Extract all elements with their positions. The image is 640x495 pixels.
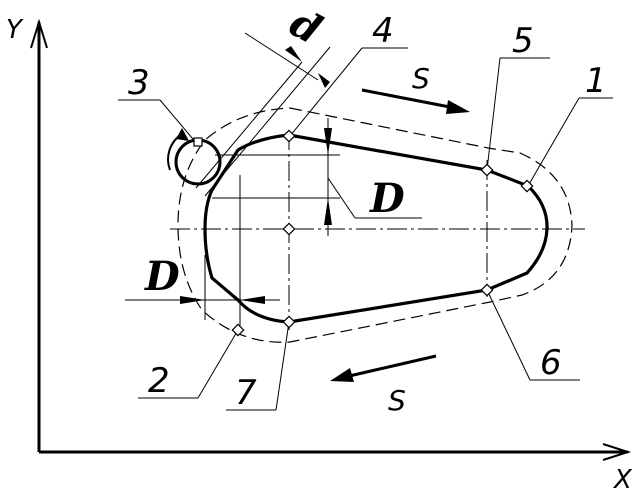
cutter-tool [167,128,222,186]
feed-label-bottom: S [388,384,406,417]
label-point-1: 1 [585,61,607,101]
feed-arrow-bottom-line [344,354,437,379]
d-leader [327,177,356,219]
marker-point-6 [480,283,494,297]
leader-6 [486,289,531,381]
leader-4 [289,47,363,137]
feed-arrow-top-head [446,100,470,114]
left-dim-arrow-1 [180,296,205,304]
feed-label-top: S [412,62,430,95]
leader-1 [527,97,580,187]
coordinate-axes [30,18,632,461]
marker-point-2 [231,323,245,337]
dimension-d-main: D [369,175,405,222]
d-small-arrow-2 [318,73,330,88]
label-point-4: 4 [372,11,394,51]
label-point-7: 7 [235,373,257,413]
y-axis-label: Y [6,15,24,45]
feed-arrow-bottom-head [330,368,354,382]
tool-path-contour [177,107,573,343]
d-small-dim-line [244,32,319,81]
marker-point-5 [480,163,494,177]
marker-point-7 [282,315,296,329]
point-markers [193,129,534,337]
dimension-d-left: D [144,253,180,300]
marker-point-4 [282,129,296,143]
leader-5 [486,57,501,171]
leader-7 [275,321,290,411]
marker-center [282,222,296,236]
left-dim-arrow-2 [240,296,265,304]
label-point-5: 5 [512,21,534,61]
marker-point-3 [193,137,203,147]
x-axis-label: X [612,465,633,495]
leader-3 [159,99,199,146]
dimension-arrows [180,46,332,304]
leader-2 [197,329,239,399]
cutter-circle [174,138,222,186]
label-point-3: 3 [128,63,150,103]
label-point-6: 6 [540,343,562,383]
tangent-line-1 [195,61,303,189]
feed-arrows [330,88,470,382]
y-axis-arrow [30,18,48,49]
dimension-d-top: d [282,0,329,54]
feed-arrow-top-line [361,88,456,110]
cam-contour [203,133,549,324]
x-axis-arrow [602,443,632,461]
rotation-arrowhead [176,128,189,141]
marker-point-1 [520,179,534,193]
label-point-2: 2 [148,361,170,401]
d-small-arrow-1 [285,46,302,62]
d-arrow-bottom [324,198,332,225]
